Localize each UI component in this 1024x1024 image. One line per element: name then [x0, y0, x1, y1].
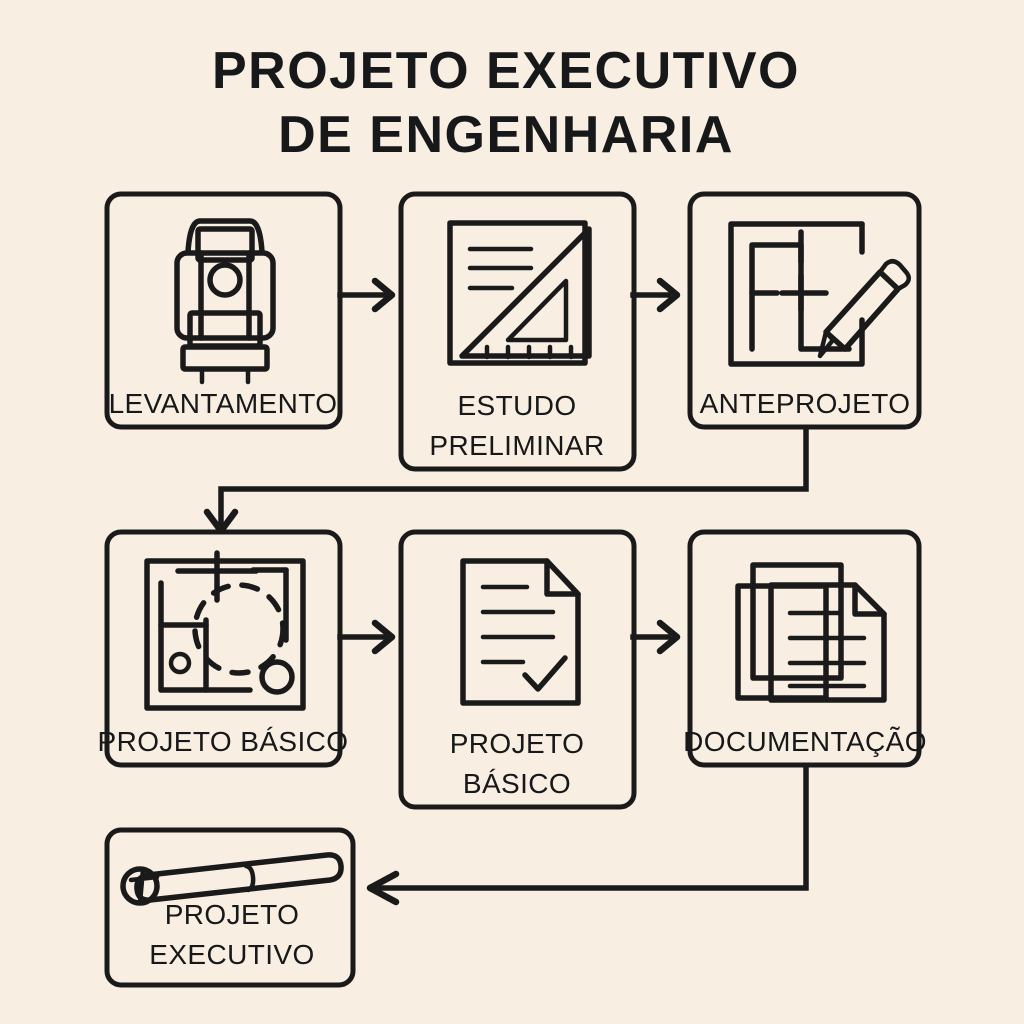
node-projeto-basico-2-label-2: BÁSICO	[463, 768, 571, 799]
title-line-2: DE ENGENHARIA	[278, 106, 734, 164]
connector-projeto-basico-to-projeto-basico-doc	[337, 619, 396, 655]
node-anteprojeto[interactable]: ANTEPROJETO	[687, 191, 922, 430]
floorplan-pencil-icon	[728, 221, 911, 367]
node-anteprojeto-label: ANTEPROJETO	[700, 388, 911, 419]
connector-estudo-preliminar-to-anteprojeto	[630, 277, 681, 313]
node-projeto-basico-2-label-1: PROJETO	[450, 728, 585, 759]
connector-projeto-basico-doc-to-documentacao	[630, 619, 681, 655]
node-documentacao[interactable]: DOCUMENTAÇÃO	[683, 529, 927, 768]
node-projeto-basico-1-box[interactable]	[104, 529, 343, 768]
node-projeto-basico-2[interactable]: PROJETO BÁSICO	[398, 529, 637, 810]
connector-documentacao-to-projeto-executivo	[366, 767, 809, 906]
page-title: PROJETO EXECUTIVO DE ENGENHARIA	[212, 42, 800, 164]
total-station-icon	[174, 218, 276, 385]
node-projeto-basico-1[interactable]: PROJETO BÁSICO	[98, 529, 349, 768]
node-documentacao-label: DOCUMENTAÇÃO	[683, 726, 927, 757]
node-documentacao-box[interactable]	[687, 529, 922, 768]
node-levantamento[interactable]: LEVANTAMENTO	[104, 191, 343, 430]
connector-levantamento-to-estudo-preliminar	[337, 277, 396, 313]
node-estudo-preliminar-box[interactable]	[398, 191, 637, 472]
node-estudo-preliminar[interactable]: ESTUDO PRELIMINAR	[398, 191, 637, 472]
document-triangle-ruler-icon	[447, 220, 592, 366]
stacked-documents-icon	[735, 562, 887, 703]
node-projeto-executivo[interactable]: PROJETO EXECUTIVO	[104, 827, 356, 988]
node-estudo-preliminar-label-2: PRELIMINAR	[429, 430, 604, 461]
node-estudo-preliminar-label-1: ESTUDO	[457, 390, 576, 421]
node-projeto-basico-1-label: PROJETO BÁSICO	[98, 726, 349, 757]
node-levantamento-box[interactable]	[104, 191, 343, 430]
node-projeto-executivo-label-2: EXECUTIVO	[149, 939, 314, 970]
rolled-blueprint-icon	[120, 852, 344, 906]
title-line-1: PROJETO EXECUTIVO	[212, 42, 800, 100]
document-check-icon	[460, 558, 581, 706]
node-anteprojeto-box[interactable]	[687, 191, 922, 430]
site-plan-icon	[144, 550, 306, 711]
node-projeto-executivo-box[interactable]	[104, 827, 356, 988]
node-levantamento-label: LEVANTAMENTO	[109, 388, 338, 419]
node-projeto-executivo-label-1: PROJETO	[165, 899, 300, 930]
node-projeto-basico-2-box[interactable]	[398, 529, 637, 810]
